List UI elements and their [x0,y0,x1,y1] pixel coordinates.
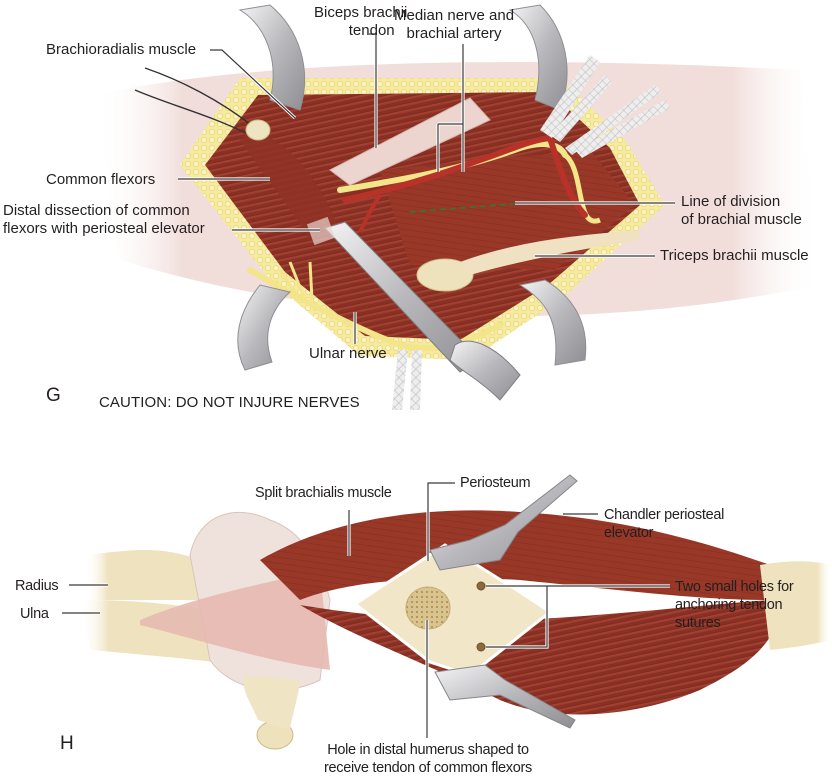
label-line: Distal dissection of common [3,202,190,219]
label-line: sutures [675,615,721,631]
brachialis-top [260,510,770,600]
panel-h-illustration [80,474,832,750]
flexor-fan [140,570,330,670]
label-median-nerve-brachial-artery: Median nerve and brachial artery [394,7,514,43]
label-brachioradialis-muscle: Brachioradialis muscle [46,41,197,58]
suture-hole-upper [476,581,486,591]
label-line: receive tendon of common flexors [323,760,532,776]
label-ulna: Ulna [20,606,49,622]
label-distal-dissection: Distal dissection of common flexors with… [3,202,205,238]
label-periosteum: Periosteum [460,475,531,491]
label-line: Median nerve and [394,7,515,24]
retractor-bottom-left [237,284,292,371]
biceps-tendon [329,97,491,186]
label-hole-in-distal-humerus: Hole in distal humerus shaped to receive… [306,741,550,777]
gauze-sling [540,55,600,138]
label-line: Hole in distal humerus shaped to [327,742,529,758]
bone-tip [245,119,271,141]
label-line: Biceps brachii [314,4,408,21]
panel-g-leaders [178,32,675,344]
label-line: flexors with periosteal elevator [3,220,205,237]
humerus-shaft [760,561,832,650]
label-line: brachial artery [406,25,502,42]
panel-letter-h: H [60,733,74,754]
panel-letter-g: G [46,385,61,406]
label-line: Line of division [681,193,781,210]
panel-h-leaders [62,481,670,738]
label-line: elevator [604,525,654,541]
label-line: of brachial muscle [681,211,802,228]
label-triceps-brachii-muscle: Triceps brachii muscle [660,247,809,264]
label-split-brachialis-muscle: Split brachialis muscle [255,485,392,501]
triceps-band [460,230,640,275]
chandler-elevator-bottom [434,664,576,729]
label-line-of-division: Line of division of brachial muscle [681,193,802,229]
brachial-artery [342,135,553,203]
label-common-flexors: Common flexors [46,171,156,188]
retractor-top-left [238,4,306,111]
label-biceps-brachii-tendon: Biceps brachii tendon [314,4,407,40]
chandler-elevator-top [429,474,578,571]
caution-note: CAUTION: DO NOT INJURE NERVES [99,394,360,411]
radius-bone [85,550,210,600]
panel-g-illustration [95,4,820,410]
ulnar-nerve [247,267,503,352]
label-line: Chandler periosteal [604,507,725,523]
common-flexors-bundle [240,130,340,240]
label-line: tendon [348,22,395,39]
exposed-bone [416,258,474,292]
label-line: anchoring tendon [675,597,783,613]
exposed-humerus [352,543,553,677]
suture-threads [134,67,256,136]
label-line: Two small holes for [675,579,794,595]
label-radius: Radius [15,578,59,594]
retractor-bottom-right [518,279,587,366]
suture-hole-lower [476,642,486,652]
label-chandler-periosteal-elevator: Chandler periosteal elevator [604,506,724,542]
label-two-small-holes: Two small holes for anchoring tendon sut… [675,578,794,632]
label-ulnar-nerve: Ulnar nerve [309,345,387,362]
